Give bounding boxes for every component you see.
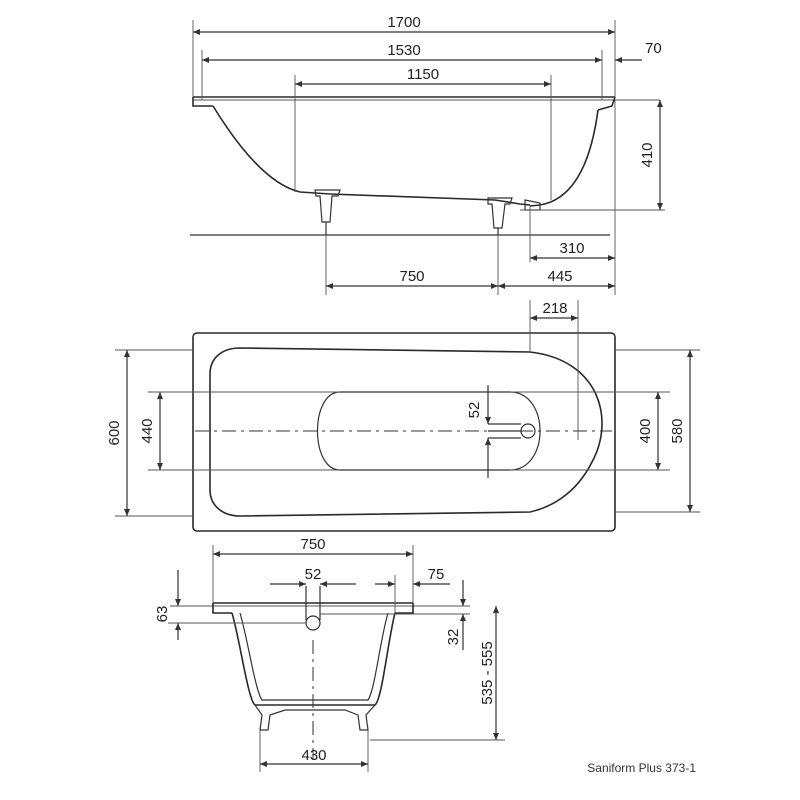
dim-70: 70 (645, 40, 662, 57)
end-view: 750 52 75 63 32 535 - 555 430 (154, 536, 505, 772)
dim-310: 310 (559, 240, 584, 257)
dim-75: 75 (428, 566, 445, 583)
top-view: 600 440 218 52 400 580 (106, 300, 700, 532)
dim-600: 600 (106, 420, 123, 445)
dim-1530: 1530 (387, 42, 420, 59)
dim-400: 400 (637, 418, 654, 443)
drain-icon (488, 423, 536, 439)
dim-750-end: 750 (300, 536, 325, 553)
leg-right (487, 197, 513, 235)
dim-52-end: 52 (305, 566, 322, 583)
dim-1150: 1150 (407, 66, 439, 83)
dim-430: 430 (301, 747, 326, 764)
dim-750-legs: 750 (399, 268, 424, 285)
leg-left (314, 189, 341, 235)
dim-535-555: 535 - 555 (479, 641, 496, 704)
dim-32: 32 (445, 629, 462, 646)
dim-580: 580 (669, 418, 686, 443)
dim-218: 218 (542, 300, 567, 317)
dim-1700: 1700 (387, 14, 420, 31)
dim-63: 63 (154, 606, 171, 623)
dim-445: 445 (547, 268, 572, 285)
model-caption: Saniform Plus 373-1 (587, 761, 696, 775)
side-view: 1700 1530 70 1150 410 310 750 445 (190, 14, 665, 295)
dim-52-top: 52 (466, 402, 483, 419)
overflow-icon (305, 586, 321, 631)
dim-410: 410 (639, 142, 656, 167)
dim-440: 440 (139, 418, 156, 443)
